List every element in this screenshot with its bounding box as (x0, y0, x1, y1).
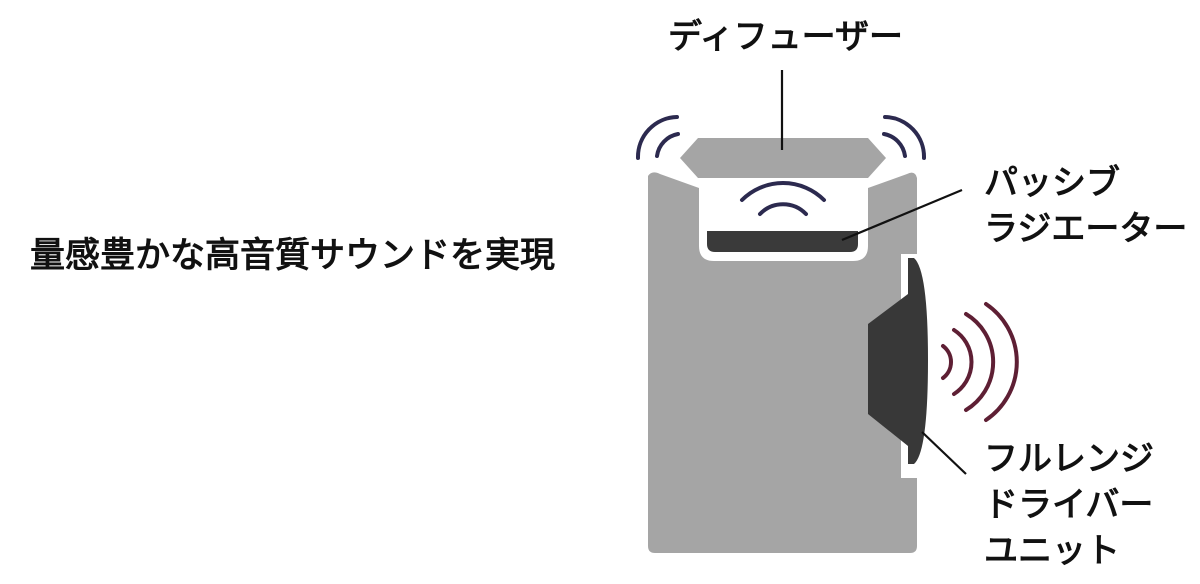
passive-radiator-label-line: ラジエーター (984, 209, 1188, 249)
headline: 量感豊かな高音質サウンドを実現 (30, 236, 556, 276)
full-range-driver-label-line: ドライバー (984, 485, 1154, 525)
sound-waves-side (941, 302, 1019, 422)
passive-radiator-label: パッシブ ラジエーター (984, 160, 1187, 252)
sound-waves-top (635, 115, 927, 160)
passive-radiator-leader-line (841, 188, 963, 242)
full-range-driver-leader-line (921, 431, 967, 475)
full-range-driver (868, 258, 928, 464)
diffuser (680, 138, 886, 178)
full-range-driver-label: フルレンジ ドライバー ユニット (984, 436, 1154, 574)
full-range-driver-label-line: フルレンジ (984, 439, 1154, 479)
sound-waves-inner (740, 181, 826, 216)
diffuser-label: ディフューザー (668, 17, 903, 57)
passive-radiator-label-line: パッシブ (984, 163, 1120, 203)
passive-radiator (707, 231, 858, 252)
full-range-driver-label-line: ユニット (984, 531, 1120, 571)
leader-lines (780, 70, 967, 475)
speaker-body (648, 172, 917, 553)
